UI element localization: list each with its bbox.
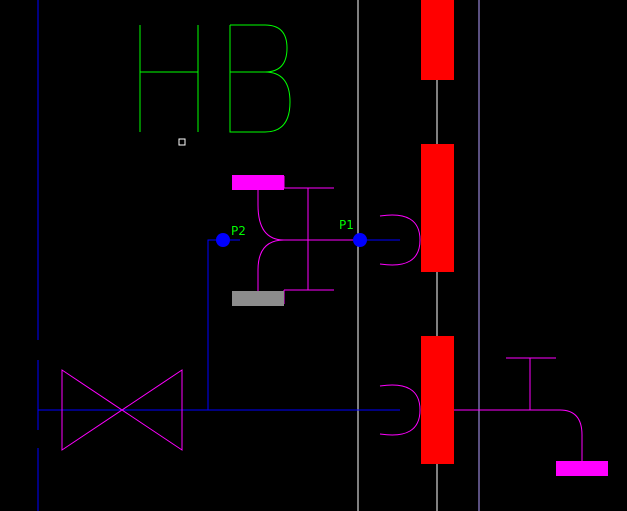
wall-penetration-arc-bottom (379, 384, 421, 436)
hb-title-strokes[interactable] (139, 24, 291, 133)
point-p2-label: P2 (231, 224, 246, 238)
gate-valve-icon[interactable] (61, 369, 183, 451)
red-wall-segment-top[interactable] (421, 0, 454, 80)
red-wall-segment-bottom[interactable] (421, 336, 454, 464)
magenta-equipment-block-right[interactable] (556, 461, 608, 476)
wall-penetration-arc-top (379, 214, 421, 266)
red-wall-segment-middle[interactable] (421, 144, 454, 272)
gray-equipment-block[interactable] (232, 291, 284, 306)
point-p2-marker[interactable] (216, 233, 230, 247)
hb-title-text: HB (0, 0, 17, 3)
magenta-fitting-right[interactable] (454, 357, 583, 462)
point-p1-marker[interactable] (353, 233, 367, 247)
magenta-equipment-block-top[interactable] (232, 175, 284, 190)
blue-pipe-runs[interactable] (38, 239, 400, 411)
point-p1-label: P1 (339, 218, 354, 232)
cursor-pickbox (178, 138, 186, 146)
